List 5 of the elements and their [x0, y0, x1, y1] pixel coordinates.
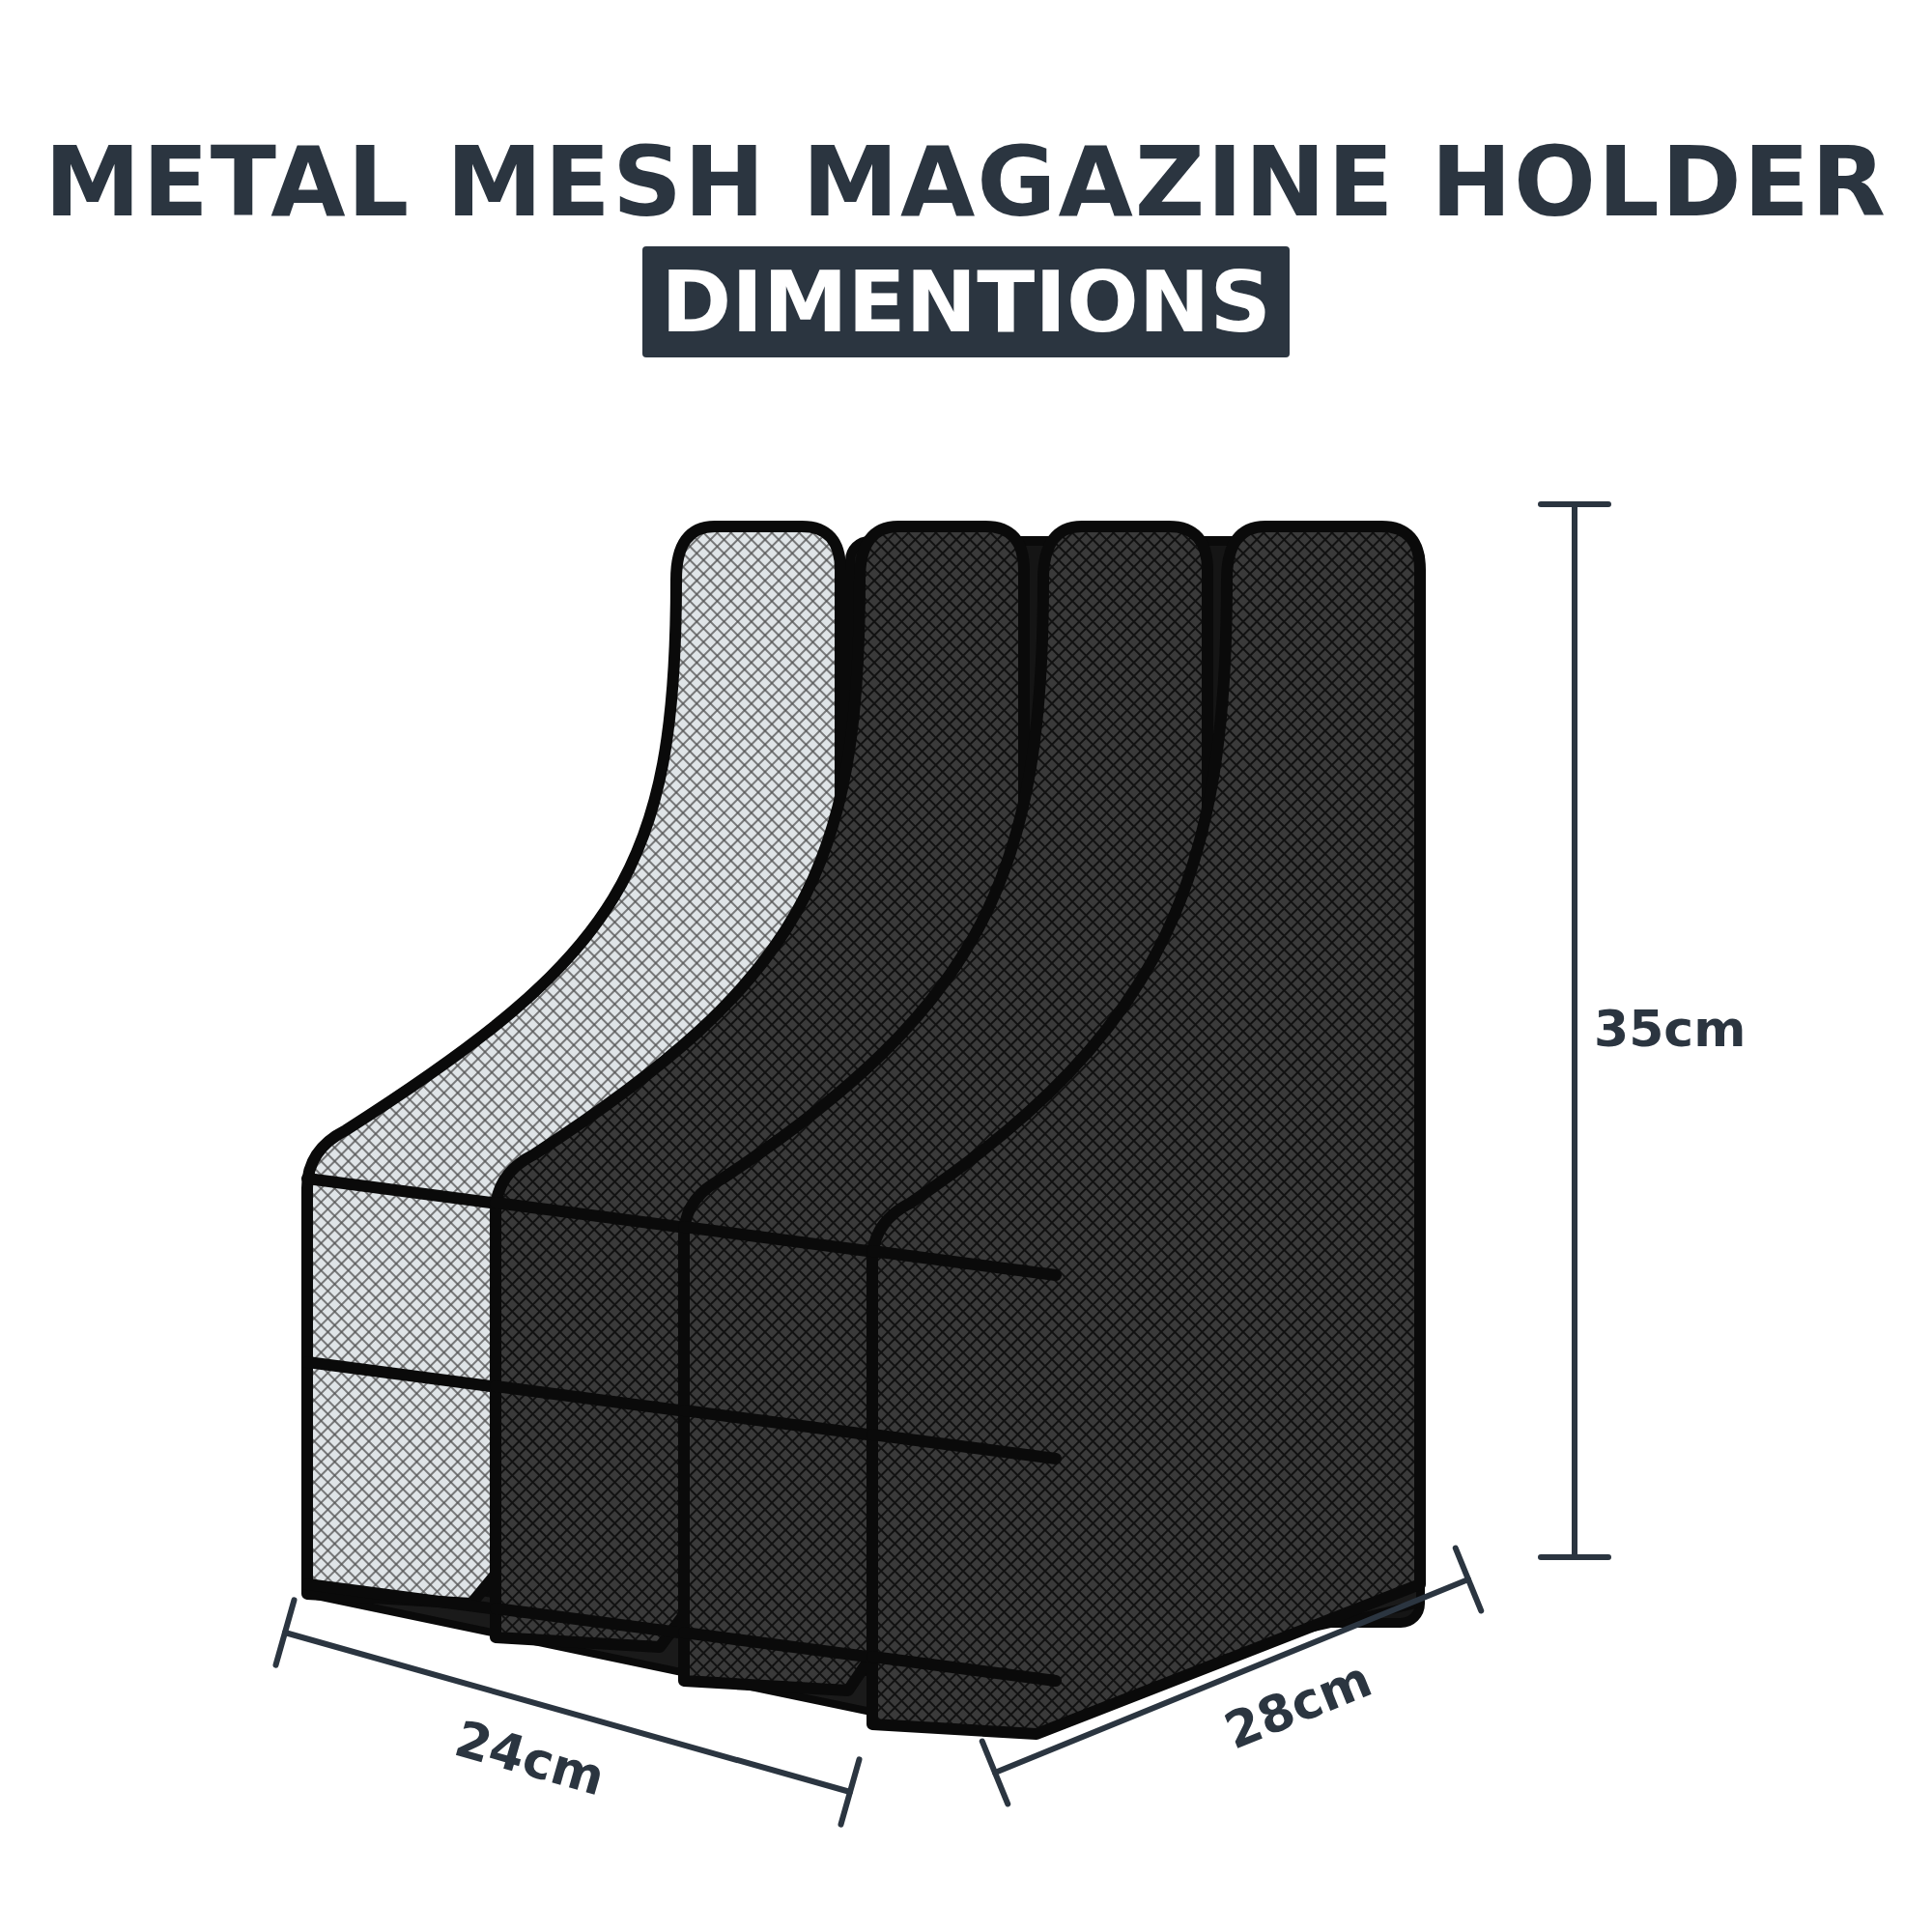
- subtitle-badge: DIMENTIONS: [642, 246, 1290, 357]
- title: METAL MESH MAGAZINE HOLDER: [43, 126, 1889, 239]
- dimension-label: 28cm: [1216, 1649, 1379, 1761]
- dimension-label: 24cm: [448, 1709, 611, 1807]
- dimension-label: 35cm: [1594, 1000, 1747, 1058]
